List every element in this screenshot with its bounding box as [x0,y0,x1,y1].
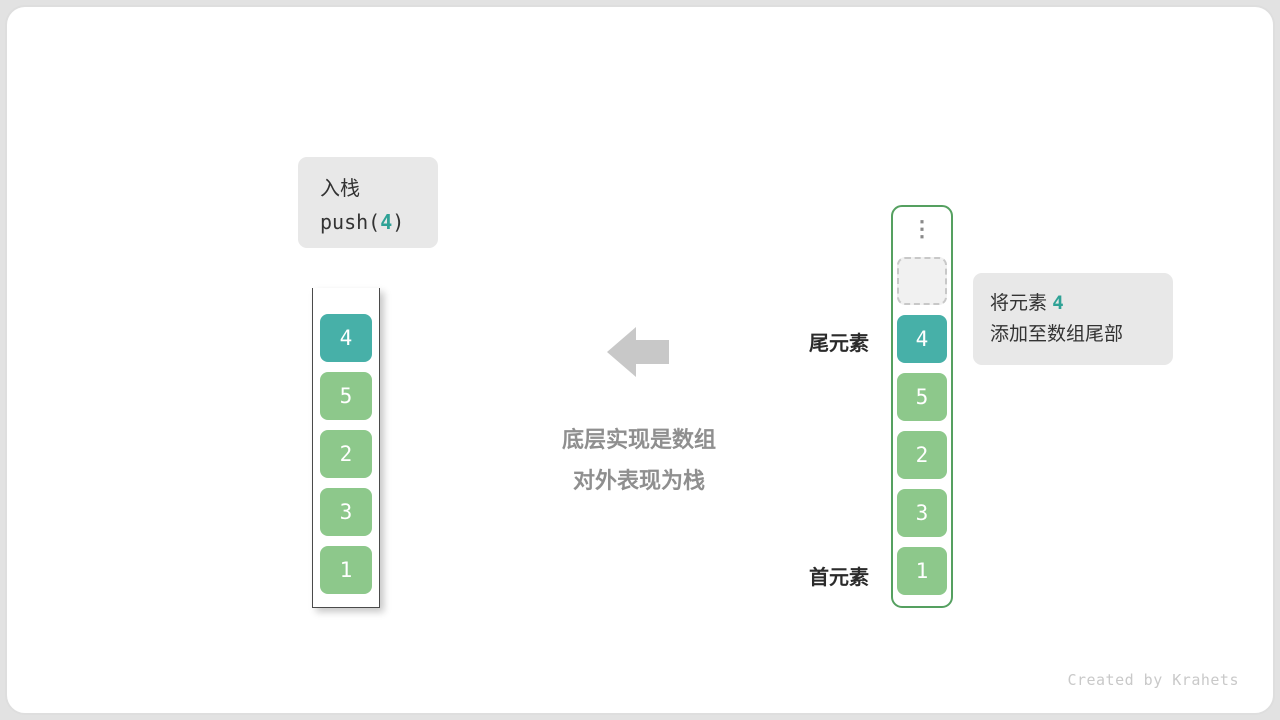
stack-cell: 4 [320,314,372,362]
code-suffix: ) [392,210,405,234]
left-arrow-shaft [636,340,669,364]
left-arrow-head [607,327,636,377]
array-cell: 1 [897,547,947,595]
push-operation-title: 入栈 [320,178,360,200]
left-arrow-icon [607,327,669,377]
caption-line-2: 对外表现为栈 [572,468,705,493]
push-operation-box: 入栈 push(4) [298,157,438,248]
array-cell: 2 [897,431,947,479]
array-container: ⋮ 4 5 2 3 1 [891,205,953,608]
array-cell: 4 [897,315,947,363]
implementation-caption: 底层实现是数组 对外表现为栈 [507,419,771,501]
credit-text: Created by Krahets [1067,671,1239,689]
stack-cell: 1 [320,546,372,594]
push-operation-code: push(4) [320,210,438,234]
annotation-value: 4 [1052,292,1064,314]
stack-cell: 5 [320,372,372,420]
abstract-stack-container: 4 5 2 3 1 [312,288,380,608]
stack-cell: 3 [320,488,372,536]
diagram-canvas: 入栈 push(4) 4 5 2 3 1 底层实现是数组 对外表现为栈 尾元素 … [5,5,1275,715]
head-element-label: 首元素 [809,567,869,589]
stack-cell: 2 [320,430,372,478]
code-prefix: push( [320,210,381,234]
annotation-line-2: 添加至数组尾部 [990,324,1124,345]
array-cell: 5 [897,373,947,421]
vertical-ellipsis-icon: ⋮ [911,216,933,241]
array-cell: 3 [897,489,947,537]
code-argument: 4 [380,210,393,234]
tail-element-label: 尾元素 [809,333,869,355]
annotation-line-1: 将元素 4 [990,288,1173,319]
annotation-prefix: 将元素 [990,293,1048,314]
annotation-box: 将元素 4 添加至数组尾部 [973,273,1173,365]
caption-line-1: 底层实现是数组 [561,427,716,452]
empty-array-slot [897,257,947,305]
